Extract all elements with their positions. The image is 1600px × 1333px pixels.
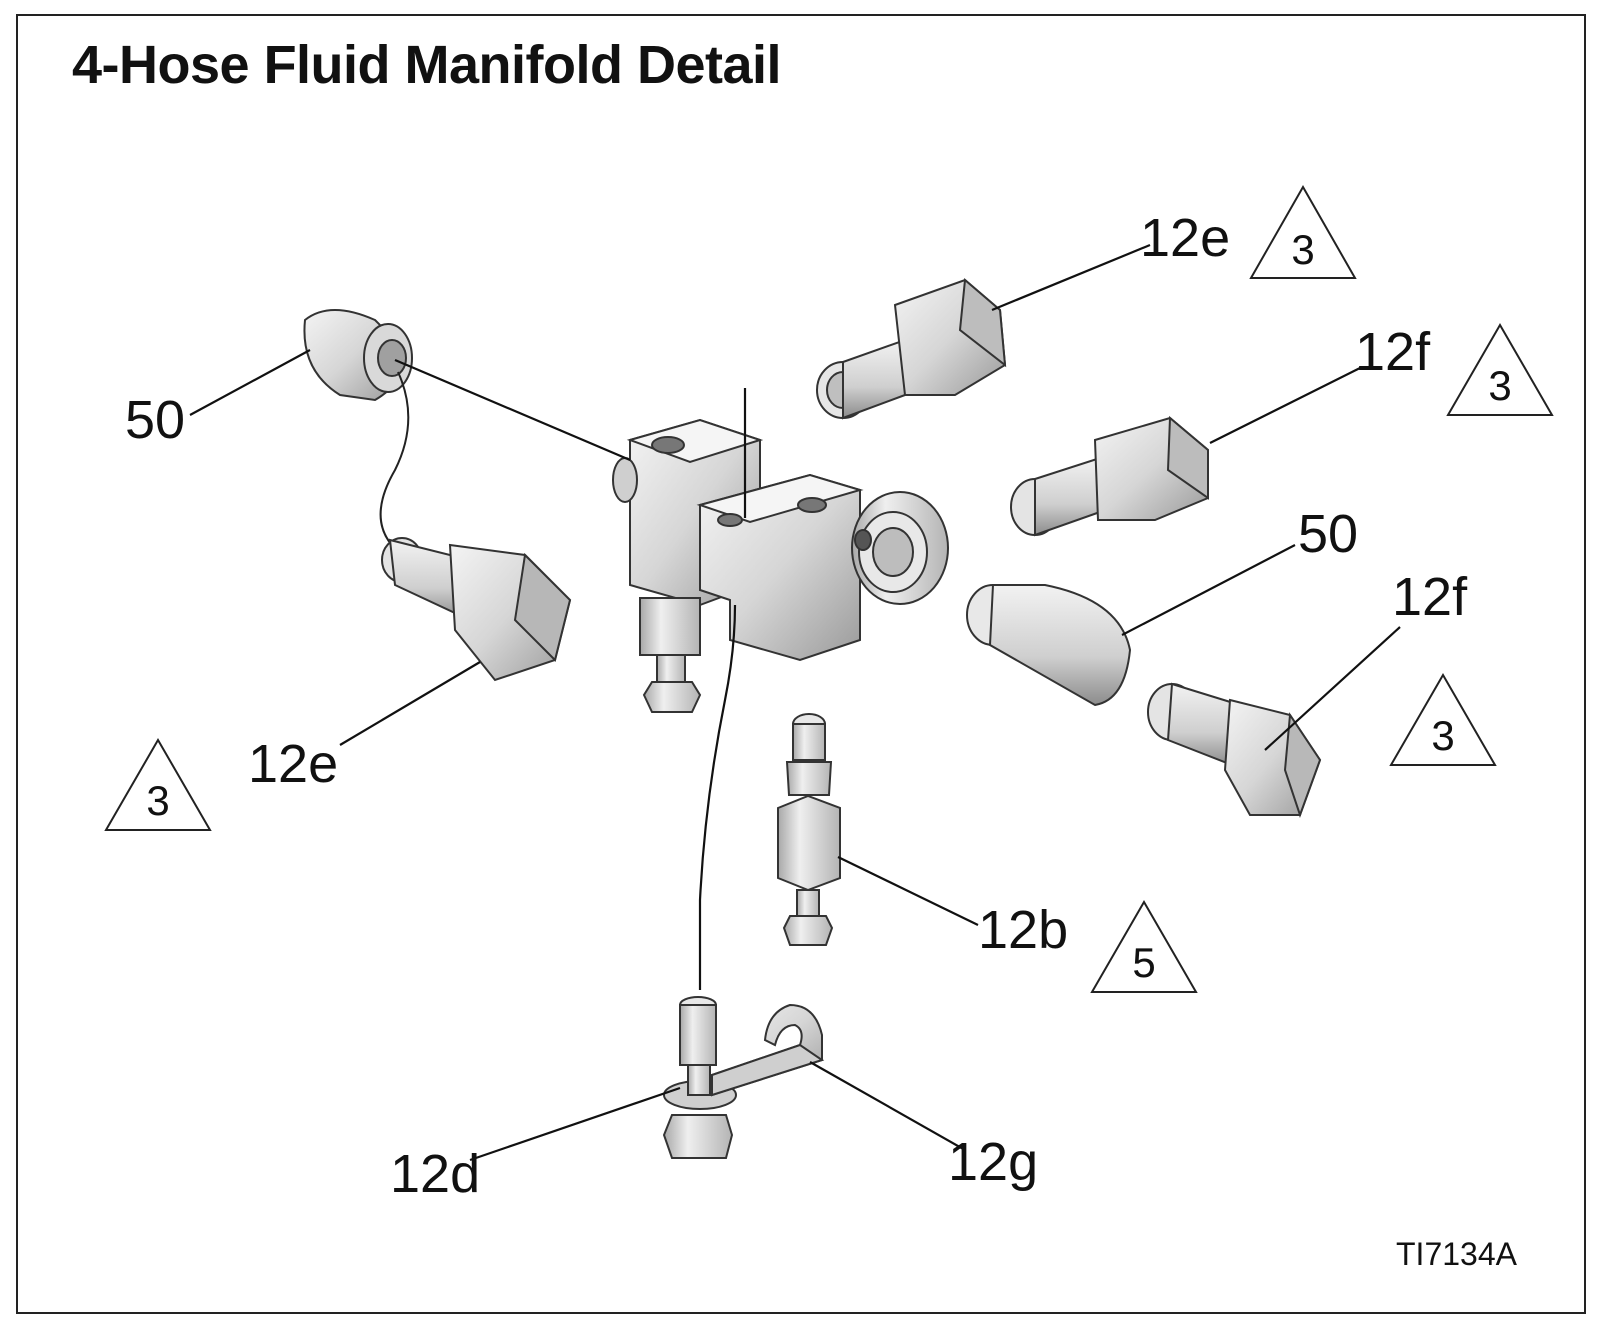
bolt-12d xyxy=(662,996,737,1159)
warning-triangle-1: 3 xyxy=(1249,184,1357,279)
leader-50-left-to-manifold xyxy=(394,358,631,462)
callout-50-left: 50 xyxy=(125,390,185,450)
callout-12e-top: 12e xyxy=(1140,208,1230,268)
diagram-title: 4-Hose Fluid Manifold Detail xyxy=(72,35,782,95)
leader-50-left xyxy=(189,349,311,416)
cap-50-left xyxy=(303,309,413,402)
warning-triangle-1-number: 3 xyxy=(1291,226,1314,273)
leader-12f-right xyxy=(1264,626,1401,751)
leader-12e-top xyxy=(991,243,1151,312)
warning-triangle-2-number: 3 xyxy=(1488,362,1511,409)
warning-triangle-2: 3 xyxy=(1446,323,1554,416)
warning-triangle-5-number: 5 xyxy=(1132,939,1155,986)
figure-id: TI7134A xyxy=(1396,1236,1518,1272)
cap-50-right xyxy=(966,584,1132,707)
warning-triangle-3-number: 3 xyxy=(1431,712,1454,759)
callout-12e-left: 12e xyxy=(248,734,338,794)
leader-12e-left xyxy=(339,661,481,746)
fitting-12e-top xyxy=(816,277,1007,420)
bracket-12g xyxy=(711,1003,825,1097)
fitting-12e-left xyxy=(381,537,572,682)
callout-12d: 12d xyxy=(390,1144,480,1204)
tether-line-bottom xyxy=(698,604,737,990)
callout-12f-right: 12f xyxy=(1392,567,1468,627)
leader-12g xyxy=(809,1061,966,1151)
leader-lines xyxy=(189,243,1401,1162)
callout-12g: 12g xyxy=(948,1132,1038,1192)
manifold-block xyxy=(612,418,949,713)
leader-12f-upper xyxy=(1209,367,1361,444)
warning-triangle-5: 5 xyxy=(1090,900,1198,993)
warning-triangle-4: 3 xyxy=(104,738,212,831)
leader-50-right xyxy=(1121,544,1296,636)
leader-12d xyxy=(469,1086,681,1162)
fitting-12f-upper xyxy=(1010,415,1209,537)
warning-triangle-3: 3 xyxy=(1389,673,1497,766)
warning-triangle-4-number: 3 xyxy=(146,777,169,824)
figure-frame xyxy=(16,14,1586,1314)
callout-50-right: 50 xyxy=(1298,504,1358,564)
callout-12f-top: 12f xyxy=(1355,322,1431,382)
fitting-12f-lower xyxy=(1147,682,1322,819)
tether-line-left xyxy=(379,371,411,561)
fitting-12b xyxy=(777,713,841,946)
leader-12b xyxy=(837,856,979,926)
callout-12b: 12b xyxy=(978,900,1068,960)
